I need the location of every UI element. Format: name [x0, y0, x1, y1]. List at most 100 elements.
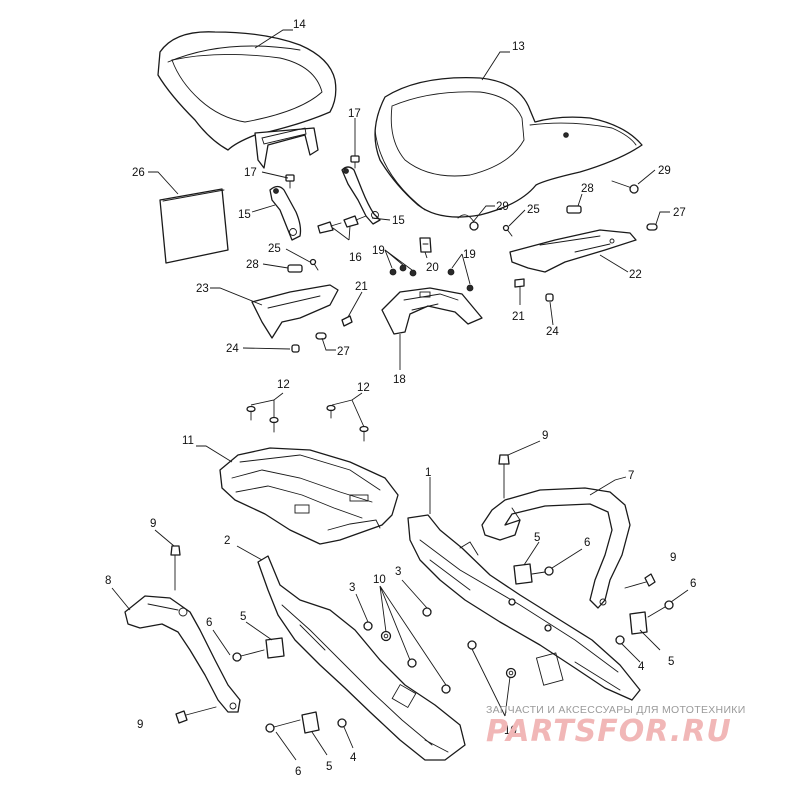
callout-label: 20 [426, 262, 439, 274]
cable-29-right[interactable] [611, 180, 639, 194]
callout-label: 9 [542, 430, 548, 442]
grommet-27-right[interactable] [646, 223, 658, 231]
rear-frame-left[interactable] [257, 555, 466, 761]
nut-19-e[interactable] [466, 284, 474, 292]
screw-17-left[interactable] [285, 174, 295, 189]
callout-label: 21 [512, 311, 525, 323]
bolt-9-left-upper[interactable] [170, 545, 181, 591]
callout-label: 18 [393, 374, 406, 386]
latch-hook-left[interactable] [269, 185, 302, 241]
plate-5-a[interactable] [513, 563, 533, 585]
callout-label: 6 [206, 617, 212, 629]
nut-19-b[interactable] [399, 264, 407, 272]
rider-seat[interactable] [374, 77, 643, 218]
bolt-6-c[interactable] [647, 600, 674, 618]
callout-label: 12 [357, 382, 370, 394]
callout-label: 4 [350, 752, 357, 764]
nut-3-left[interactable] [363, 621, 373, 631]
callout-label: 24 [546, 326, 559, 338]
plug-24-right[interactable] [545, 293, 554, 302]
callout-label: 19 [372, 245, 385, 257]
callout-label: 7 [628, 470, 634, 482]
callout-label: 15 [392, 215, 405, 227]
nut-19-a[interactable] [389, 268, 397, 276]
plug-24-left[interactable] [291, 344, 300, 353]
callout-label: 4 [638, 661, 645, 673]
nut-10-e[interactable] [505, 667, 517, 679]
side-cover-right[interactable] [509, 229, 637, 273]
callout-label: 17 [244, 167, 257, 179]
callout-label: 9 [137, 719, 143, 731]
grab-rail-right[interactable] [481, 487, 631, 609]
washer-4-left[interactable] [337, 718, 347, 728]
callout-label: 22 [629, 269, 642, 281]
clip-21-right[interactable] [514, 278, 525, 288]
screw-25-right[interactable] [502, 224, 513, 237]
rear-tray-cover[interactable] [219, 447, 399, 545]
callout-label: 5 [668, 656, 674, 668]
clip-20[interactable] [419, 237, 432, 253]
grommet-27-left[interactable] [315, 332, 327, 340]
nut-10-c[interactable] [441, 684, 451, 694]
screw-25-left[interactable] [309, 258, 319, 271]
screw-17-right[interactable] [350, 155, 360, 169]
callout-label: 17 [348, 108, 361, 120]
seat-bracket[interactable] [381, 287, 483, 335]
grab-rail-left[interactable] [124, 595, 241, 713]
bolt-9-left-lower[interactable] [175, 706, 217, 724]
callout-label: 28 [246, 259, 259, 271]
leader-lines [111, 29, 689, 761]
nut-19-c[interactable] [409, 269, 417, 277]
nut-19-d[interactable] [447, 268, 455, 276]
pad-28-left[interactable] [287, 264, 303, 273]
callout-label: 10 [373, 574, 386, 586]
nut-10-d[interactable] [467, 640, 477, 650]
callout-labels: 14 13 17 17 26 15 15 16 29 29 28 28 25 2… [105, 19, 696, 778]
screw-12-d[interactable] [359, 425, 369, 442]
bolt-9-top-right[interactable] [498, 454, 510, 499]
bolt-6-a[interactable] [232, 649, 265, 662]
bolt-9-right-lower[interactable] [624, 573, 656, 589]
callout-label: 6 [295, 766, 301, 778]
callout-label: 28 [581, 183, 594, 195]
screw-12-c[interactable] [326, 404, 336, 419]
callout-label: 1 [425, 467, 431, 479]
watermark: ЗАПЧАСТИ И АКСЕССУАРЫ ДЛЯ МОТОТЕХНИКИ PA… [486, 704, 786, 749]
plate-5-d[interactable] [301, 711, 320, 734]
washer-4-right[interactable] [615, 635, 625, 645]
callout-label: 27 [337, 346, 350, 358]
nut-10-b[interactable] [407, 658, 417, 668]
callout-label: 9 [150, 518, 156, 530]
side-cover-left[interactable] [251, 284, 339, 339]
bolt-16-a[interactable] [317, 221, 342, 234]
clip-21-left[interactable] [341, 315, 353, 327]
callout-label: 19 [463, 249, 476, 261]
callout-label: 8 [105, 575, 111, 587]
screw-12-a[interactable] [246, 405, 256, 421]
callout-label: 3 [349, 582, 355, 594]
instruction-sheet[interactable] [159, 188, 229, 264]
callout-label: 6 [690, 578, 696, 590]
callout-label: 25 [268, 243, 281, 255]
bolt-6-d[interactable] [265, 719, 301, 733]
nut-10-a[interactable] [380, 630, 392, 642]
watermark-logo: PARTSFOR.RU [486, 714, 732, 749]
pad-28-right[interactable] [566, 205, 582, 214]
cable-29-left[interactable] [457, 214, 479, 231]
nut-3-right[interactable] [422, 607, 432, 617]
plate-5-c[interactable] [629, 611, 648, 635]
callout-label: 11 [182, 435, 194, 447]
callout-label: 10 [504, 725, 517, 737]
pillion-seat[interactable] [157, 31, 337, 169]
latch-hook-right[interactable] [341, 166, 381, 225]
callout-label: 6 [584, 537, 590, 549]
plate-5-b[interactable] [265, 637, 285, 659]
callout-label: 9 [670, 552, 676, 564]
rear-frame-right[interactable] [407, 514, 641, 701]
bolt-16-b[interactable] [343, 215, 367, 228]
screw-12-b[interactable] [269, 416, 279, 433]
bolt-6-b[interactable] [531, 566, 554, 576]
callout-label: 27 [673, 207, 686, 219]
watermark-tagline: ЗАПЧАСТИ И АКСЕССУАРЫ ДЛЯ МОТОТЕХНИКИ [486, 704, 746, 716]
